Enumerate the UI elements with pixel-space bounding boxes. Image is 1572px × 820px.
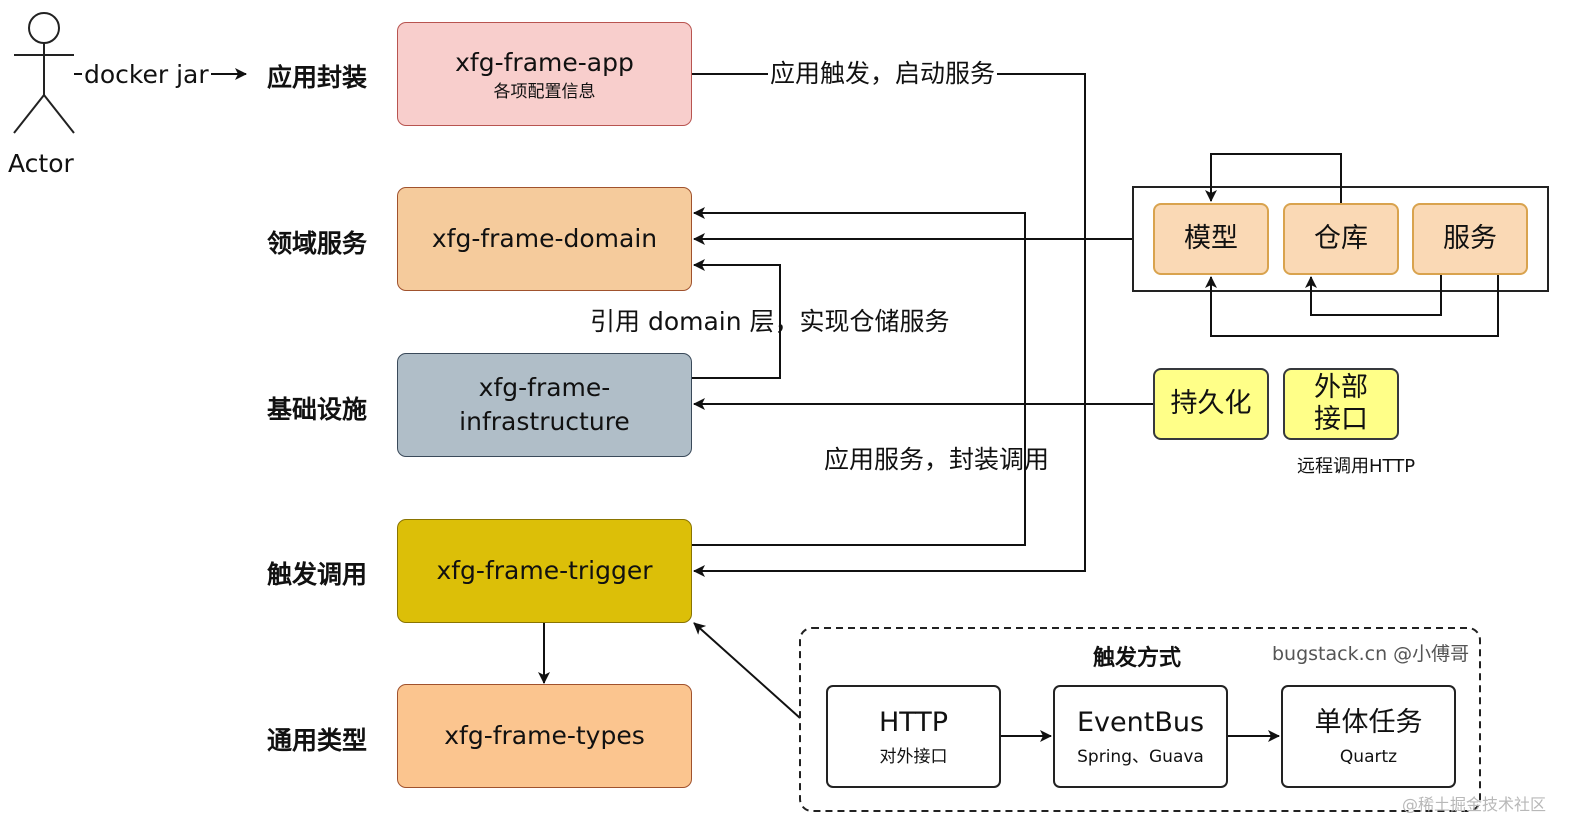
module-trigger: xfg-frame-trigger	[397, 519, 692, 623]
layer-label-types: 通用类型	[267, 726, 368, 755]
layer-label-trigger: 触发调用	[267, 560, 368, 589]
module-app-name: xfg-frame-app	[455, 48, 634, 77]
module-infrastructure-name-line1: xfg-frame-	[478, 373, 611, 402]
module-domain-name: xfg-frame-domain	[431, 224, 658, 253]
module-types: xfg-frame-types	[397, 684, 692, 788]
trigger-item-task: 单体任务 Quartz	[1281, 685, 1456, 788]
module-types-name: xfg-frame-types	[444, 721, 645, 750]
layer-label-domain: 领域服务	[267, 229, 368, 258]
trigger-item-http: HTTP 对外接口	[826, 685, 1001, 788]
module-trigger-name: xfg-frame-trigger	[436, 556, 653, 585]
infra-external-note: 远程调用HTTP	[1297, 456, 1416, 477]
trigger-group-container	[799, 627, 1481, 812]
infra-part-persist: 持久化	[1153, 368, 1269, 440]
arrow-service-to-repo	[1305, 275, 1442, 316]
trigger-item-http-title: HTTP	[878, 706, 949, 738]
trigger-item-eventbus-sub: Spring、Guava	[1077, 746, 1204, 767]
domain-part-model: 模型	[1153, 203, 1269, 275]
module-app-sub: 各项配置信息	[493, 82, 596, 102]
layer-label-infrastructure: 基础设施	[267, 395, 368, 424]
arrow-trigger-to-domain	[692, 207, 1026, 546]
layer-label-app: 应用封装	[267, 63, 368, 92]
edge-label-app-start: 应用触发，启动服务	[768, 58, 998, 90]
trigger-item-task-title: 单体任务	[1314, 706, 1423, 738]
arrow-service-to-model	[1205, 275, 1499, 337]
actor-figure	[13, 12, 75, 134]
module-app: xfg-frame-app 各项配置信息	[397, 22, 692, 126]
actor-label: Actor	[8, 149, 74, 178]
infra-part-external-line2: 接口	[1314, 404, 1368, 435]
arrow-infra-to-domain	[692, 259, 781, 379]
trigger-item-http-sub: 对外接口	[879, 746, 948, 767]
trigger-group-watermark: bugstack.cn @小傅哥	[1272, 643, 1470, 665]
infra-part-external: 外部 接口	[1283, 368, 1399, 440]
edge-label-infra-ref: 引用 domain 层，实现仓储服务	[590, 307, 950, 336]
domain-part-service: 服务	[1412, 203, 1528, 275]
module-infrastructure: xfg-frame- infrastructure	[397, 353, 692, 457]
trigger-item-eventbus: EventBus Spring、Guava	[1053, 685, 1228, 788]
module-domain: xfg-frame-domain	[397, 187, 692, 291]
domain-part-repository: 仓库	[1283, 203, 1399, 275]
arrow-repo-to-model	[1205, 153, 1342, 203]
trigger-group-title: 触发方式	[1093, 646, 1182, 671]
corner-watermark: @稀土掘金技术社区	[1402, 795, 1547, 814]
arrow-trigger-group-to-trigger	[693, 622, 801, 719]
actor-edge-label: docker jar	[82, 60, 211, 90]
module-infrastructure-name-line2: infrastructure	[459, 407, 630, 436]
trigger-item-task-sub: Quartz	[1339, 746, 1398, 767]
infra-part-external-line1: 外部	[1314, 372, 1368, 403]
edge-label-trigger-call: 应用服务，封装调用	[824, 445, 1050, 474]
trigger-item-eventbus-title: EventBus	[1076, 706, 1205, 738]
